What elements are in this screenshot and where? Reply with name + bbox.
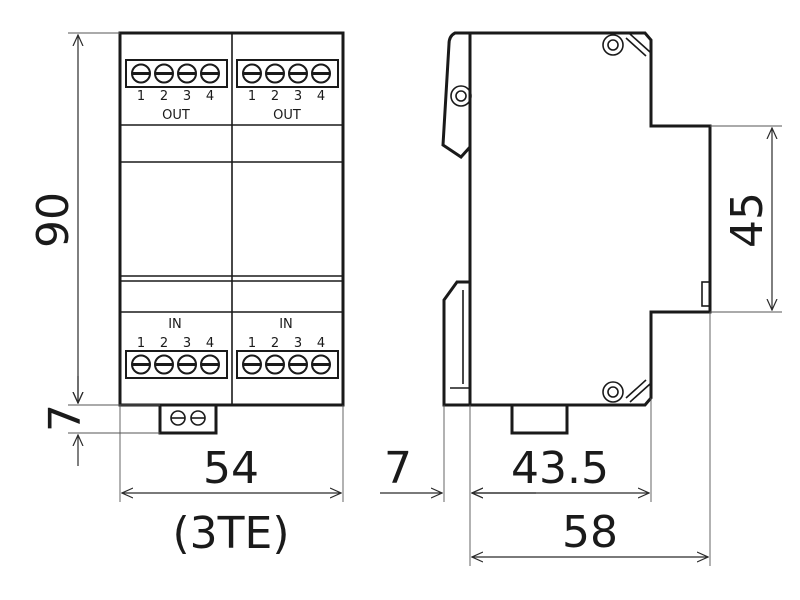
- side-screw: [602, 381, 624, 403]
- width-dimension-label: 54: [203, 443, 259, 494]
- terminal-number: 2: [160, 336, 168, 351]
- out-label-left: OUT: [162, 108, 190, 123]
- module-width-label: (3TE): [172, 508, 289, 559]
- side-screw: [450, 85, 472, 107]
- terminal-blocks: [125, 59, 339, 379]
- terminal-number: 4: [206, 336, 214, 351]
- front-view: 1 2 3 4 OUT 1 2 3 4 OUT IN 1 2 3 4 IN 1 …: [118, 31, 345, 435]
- terminal-number: 4: [317, 89, 325, 104]
- din-foot: [158, 403, 218, 435]
- terminal-number: 2: [160, 89, 168, 104]
- terminal-number: 3: [183, 89, 191, 104]
- out-label-right: OUT: [273, 108, 301, 123]
- terminal-number: 1: [248, 89, 256, 104]
- side-foot: [510, 403, 569, 435]
- total-depth-label: 58: [562, 507, 618, 558]
- side-view: [441, 31, 712, 435]
- body-depth-label: 43.5: [511, 443, 609, 494]
- terminal-number: 4: [206, 89, 214, 104]
- terminal-numbers-in-left: 1 2 3 4: [137, 336, 214, 351]
- in-label-left: IN: [168, 317, 182, 332]
- terminal-number: 1: [248, 336, 256, 351]
- side-screw: [602, 34, 624, 56]
- terminal-number: 4: [317, 336, 325, 351]
- terminal-number: 3: [183, 336, 191, 351]
- terminal-number: 3: [294, 336, 302, 351]
- terminal-numbers-out-right: 1 2 3 4: [248, 89, 325, 104]
- terminal-number: 1: [137, 336, 145, 351]
- height-dimension-label: 90: [28, 192, 79, 248]
- terminal-numbers-out-left: 1 2 3 4: [137, 89, 214, 104]
- side-latch: [701, 281, 711, 307]
- rail-depth-label: 7: [384, 443, 412, 494]
- in-label-right: IN: [279, 317, 293, 332]
- base-height-label: 7: [40, 404, 91, 432]
- neck-height-label: 45: [722, 192, 773, 248]
- foot-screws: [170, 410, 206, 426]
- side-housing: [468, 31, 712, 407]
- terminal-numbers-in-right: 1 2 3 4: [248, 336, 325, 351]
- terminal-number: 1: [137, 89, 145, 104]
- din-clip-bottom: [442, 280, 472, 407]
- terminal-number: 3: [294, 89, 302, 104]
- front-dimensions: 90 7 54 (3TE): [28, 32, 344, 559]
- terminal-number: 2: [271, 336, 279, 351]
- side-dimensions: 45 7 43.5 58: [380, 125, 782, 566]
- terminal-number: 2: [271, 89, 279, 104]
